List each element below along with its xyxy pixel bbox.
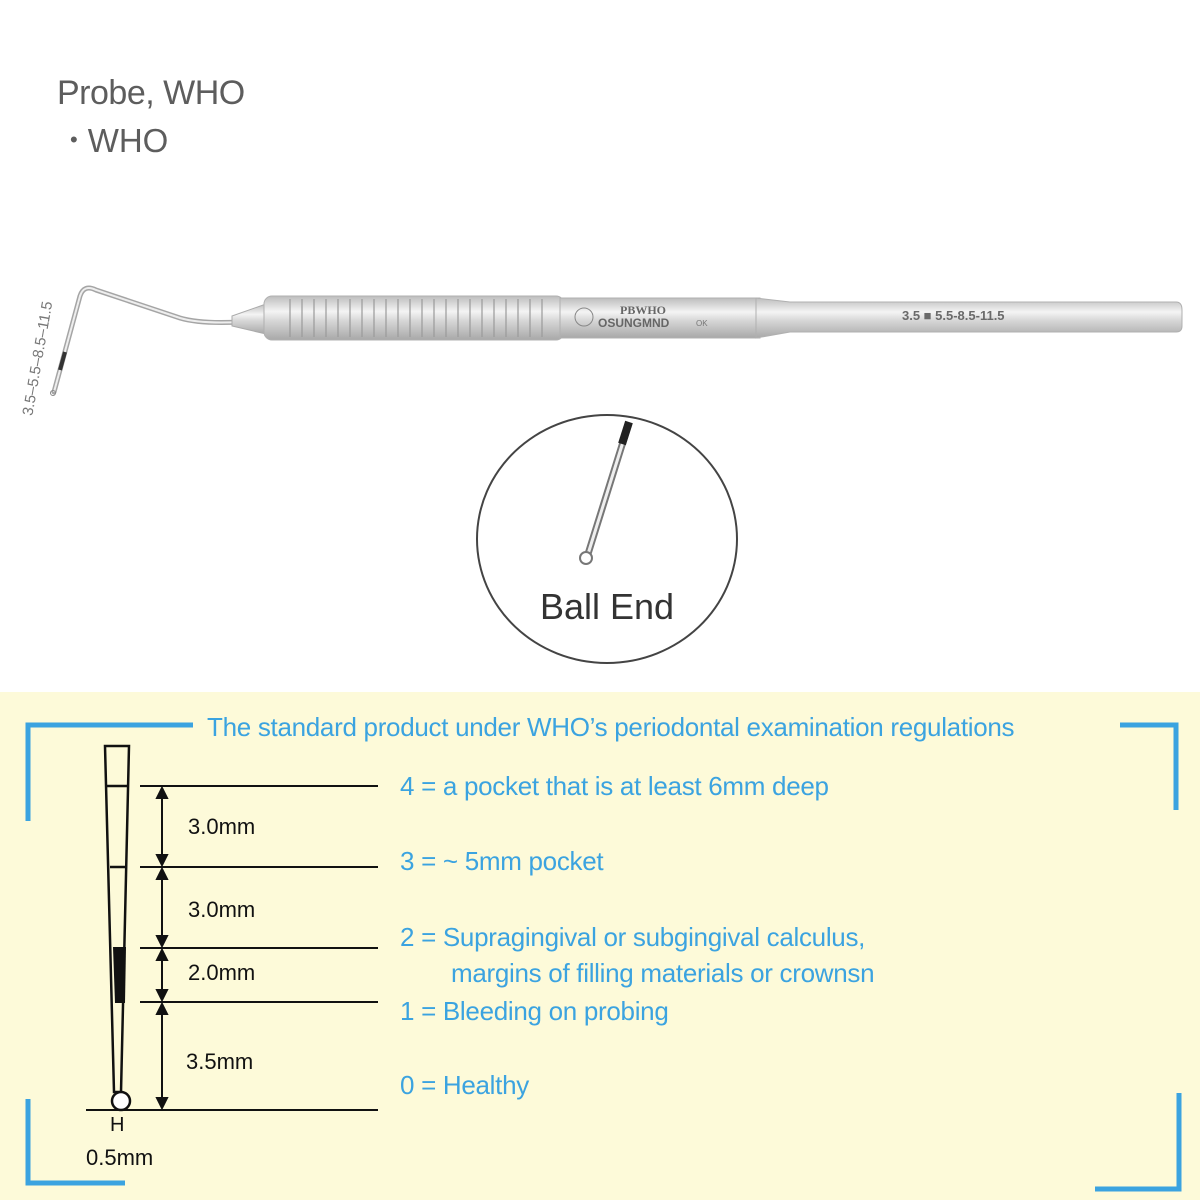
svg-text:3.5 ■ 5.5-8.5-11.5: 3.5 ■ 5.5-8.5-11.5 (902, 308, 1005, 323)
subtitle-text: WHO (87, 122, 169, 159)
svg-text:OSUNGMND: OSUNGMND (598, 316, 670, 330)
ball-diameter-label: 0.5mm (86, 1145, 154, 1170)
ball-end-tip-icon (579, 420, 633, 565)
code-item-2: 2 = Supragingival or subgingival calculu… (400, 922, 866, 952)
probe-outline (103, 744, 131, 1094)
product-title: Probe, WHO (57, 74, 245, 112)
segment-label: 3.5mm (186, 1049, 254, 1074)
frame-brackets (25, 722, 1182, 1192)
svg-text:PBWHO: PBWHO (620, 303, 666, 317)
spec-panel (0, 692, 1200, 1200)
ball-diameter-marker: H (110, 1114, 125, 1136)
probe-instrument-image: PBWHO OSUNGMND OK 3.5 ■ 5.5-8.5-11.5 (50, 285, 1183, 396)
segment-label: 3.0mm (188, 897, 256, 922)
code-item-4: 4 = a pocket that is at least 6mm deep (400, 771, 829, 801)
ball-end-detail: Ball End (476, 414, 738, 664)
spec-heading: The standard product under WHO’s periodo… (207, 712, 1015, 742)
code-item-2-continued: margins of filling materials or crownsn (451, 958, 875, 988)
product-subtitle: • WHO (70, 122, 168, 160)
code-item-3: 3 = ~ 5mm pocket (400, 846, 604, 876)
code-item-1: 1 = Bleeding on probing (400, 996, 669, 1026)
ball-end-label: Ball End (539, 586, 675, 627)
segment-label: 2.0mm (188, 960, 256, 985)
svg-text:OK: OK (696, 319, 708, 328)
bullet-icon: • (70, 127, 78, 153)
segment-label: 3.0mm (188, 814, 256, 839)
code-item-0: 0 = Healthy (400, 1070, 529, 1100)
